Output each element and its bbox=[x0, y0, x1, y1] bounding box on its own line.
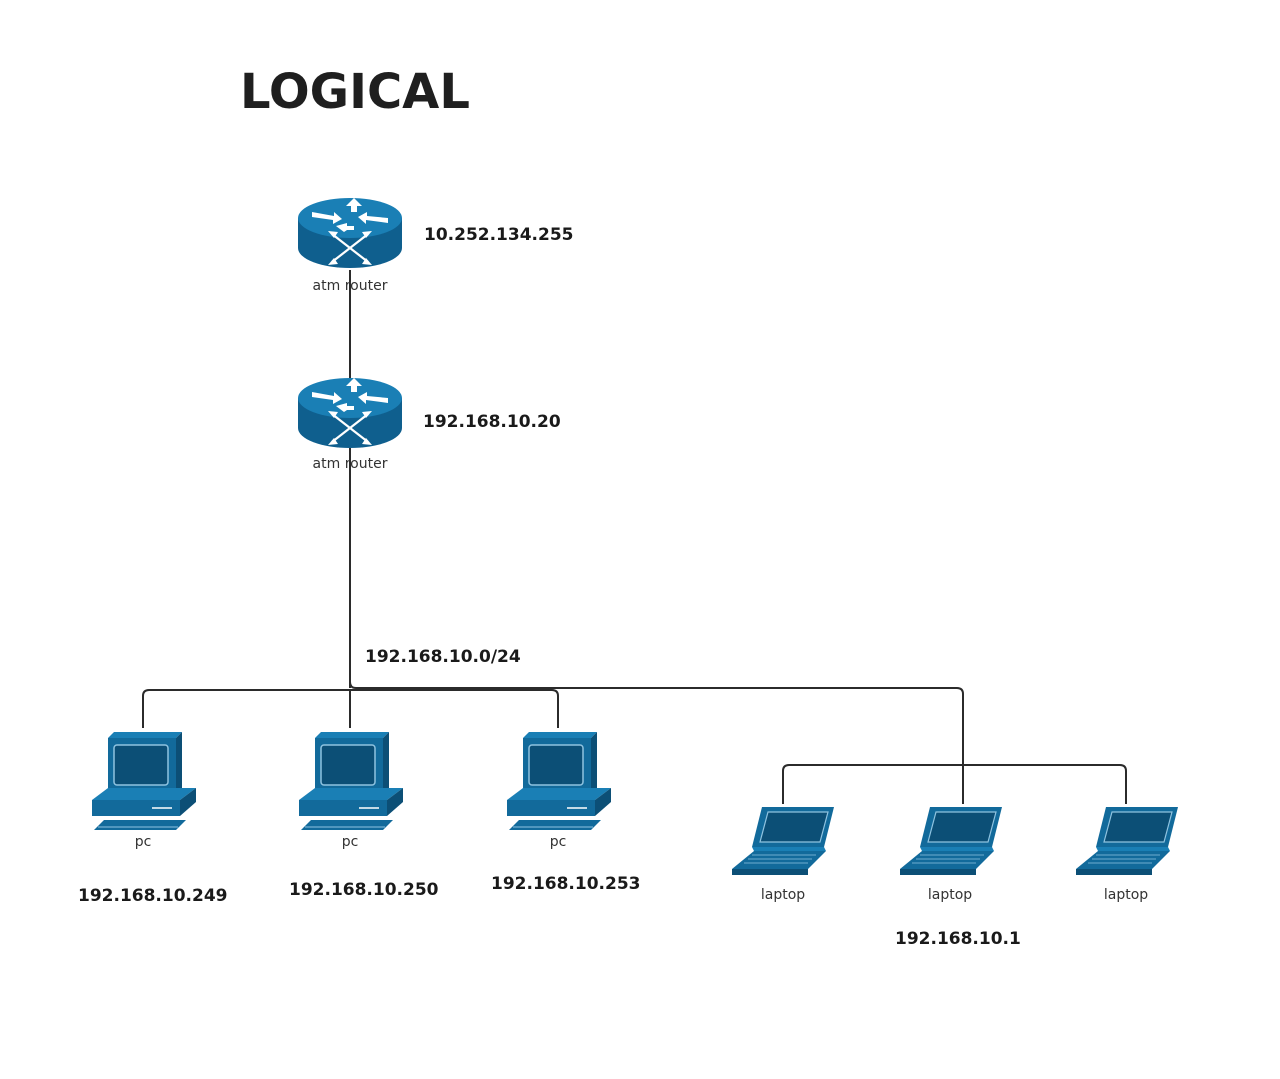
pc-3[interactable]: pc 192.168.10.253 bbox=[491, 731, 641, 894]
laptop-2[interactable]: laptop 192.168.10.1 bbox=[895, 806, 1021, 949]
laptop-2-label: laptop bbox=[928, 887, 972, 903]
connections bbox=[142, 270, 1127, 804]
router-1-label: atm router bbox=[313, 278, 388, 294]
pc-icon bbox=[506, 731, 612, 831]
pc-2-label: pc bbox=[342, 834, 359, 850]
router-icon bbox=[296, 196, 404, 270]
laptop-2-ip: 192.168.10.1 bbox=[895, 929, 1021, 949]
laptop-icon bbox=[731, 806, 835, 876]
pc-icon bbox=[91, 731, 197, 831]
laptop-1[interactable]: laptop bbox=[731, 806, 835, 903]
pc-1[interactable]: pc 192.168.10.249 bbox=[78, 731, 228, 906]
page-title: LOGICAL bbox=[240, 64, 470, 120]
laptop-icon bbox=[1075, 806, 1179, 876]
router-2[interactable]: atm router 192.168.10.20 bbox=[296, 376, 561, 472]
pc-1-ip: 192.168.10.249 bbox=[78, 886, 228, 906]
subnet-label: 192.168.10.0/24 bbox=[365, 647, 521, 667]
pc-2[interactable]: pc 192.168.10.250 bbox=[289, 731, 439, 900]
pc-3-ip: 192.168.10.253 bbox=[491, 874, 641, 894]
laptop-1-label: laptop bbox=[761, 887, 805, 903]
pc-icon bbox=[298, 731, 404, 831]
pc-2-ip: 192.168.10.250 bbox=[289, 880, 439, 900]
laptop-trunk-wire bbox=[349, 681, 964, 804]
laptop-3[interactable]: laptop bbox=[1075, 806, 1179, 903]
pc-1-label: pc bbox=[135, 834, 152, 850]
laptop-bus-wire bbox=[782, 764, 1127, 804]
pc-3-label: pc bbox=[550, 834, 567, 850]
router-icon bbox=[296, 376, 404, 450]
router-2-label: atm router bbox=[313, 456, 388, 472]
laptop-3-label: laptop bbox=[1104, 887, 1148, 903]
router-2-ip: 192.168.10.20 bbox=[423, 412, 561, 432]
router-1[interactable]: atm router 10.252.134.255 bbox=[296, 196, 574, 294]
laptop-icon bbox=[899, 806, 1003, 876]
router-1-ip: 10.252.134.255 bbox=[424, 225, 574, 245]
